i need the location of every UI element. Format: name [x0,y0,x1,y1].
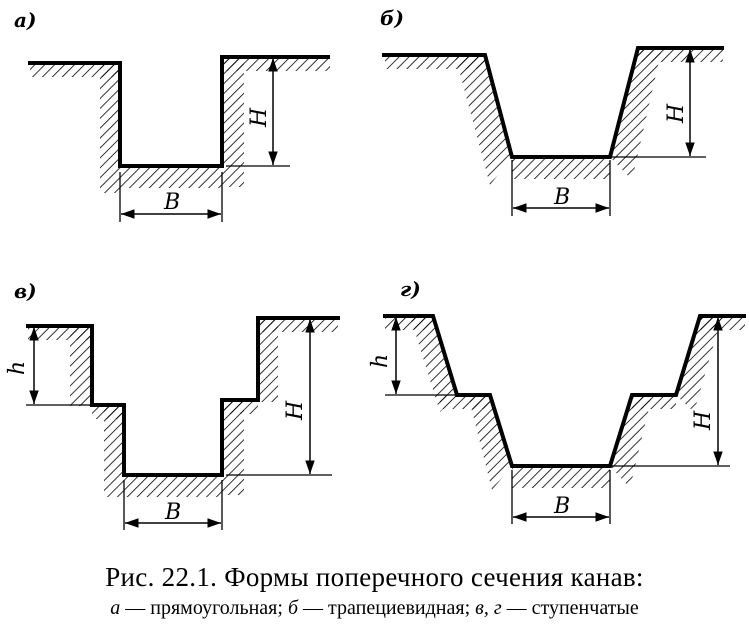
panel-v-label: в) [14,279,37,303]
panel-g-hatching [385,316,745,490]
panel-g-width-dimension: B [511,470,611,524]
panel-g-label: г) [400,277,421,301]
panel-b-profile [382,46,724,159]
panel-g-profile [383,314,746,468]
panel-a-width-dimension: B [119,172,223,222]
panel-a-depth-dimension: H [226,58,290,167]
figure-caption-legend: а — прямоугольная; б — трапециевидная; в… [0,597,749,620]
panel-g-depth-label: H [691,410,716,431]
panel-b-depth-dimension: H [612,49,706,158]
panel-a-depth-label: H [247,107,272,128]
panel-b-hatching [385,48,723,185]
panel-v-profile [26,316,340,477]
panel-v-stepped: в) B h H [5,279,340,530]
panel-v-depth-label: H [283,400,308,421]
panel-b-label: б) [380,6,404,30]
panel-v-depth-dimension: H [226,319,332,476]
panel-v-width-dimension: B [123,480,223,530]
panel-a-hatching [30,57,330,193]
legend-letter-b: б [287,597,299,619]
legend-text-b: — трапециевидная; [298,597,476,619]
panel-a-rectangular: а) B H [14,8,330,222]
panel-b-trapezoidal: б) B H [380,6,724,216]
panel-b-width-dimension: B [511,160,611,216]
panel-v-step-dimension: h [5,327,90,406]
panel-v-hatching [28,318,338,497]
panel-g-width-label: B [553,494,570,519]
legend-text-a: — прямоугольная; [120,597,288,619]
panel-v-width-label: B [164,500,181,525]
panel-g-step-label: h [368,354,393,368]
panel-a-label: а) [14,8,36,32]
panel-v-step-label: h [5,361,30,375]
panel-g-depth-dimension: H [612,317,730,467]
panel-b-depth-label: H [664,103,689,124]
panel-a-width-label: B [163,190,180,215]
ditch-cross-sections-figure: а) B H б) [5,6,746,530]
legend-text-vg: — ступенчатые [501,597,639,619]
legend-letter-a: а [110,597,121,619]
panel-g-step-dimension: h [368,317,455,396]
panel-b-width-label: B [553,185,570,210]
panel-a-profile [28,55,330,168]
figure-caption-title: Рис. 22.1. Формы поперечного сечения кан… [105,562,644,592]
legend-letter-vg: в, г [475,597,502,619]
panel-g-stepped-sloped: г) B h H [368,277,746,524]
